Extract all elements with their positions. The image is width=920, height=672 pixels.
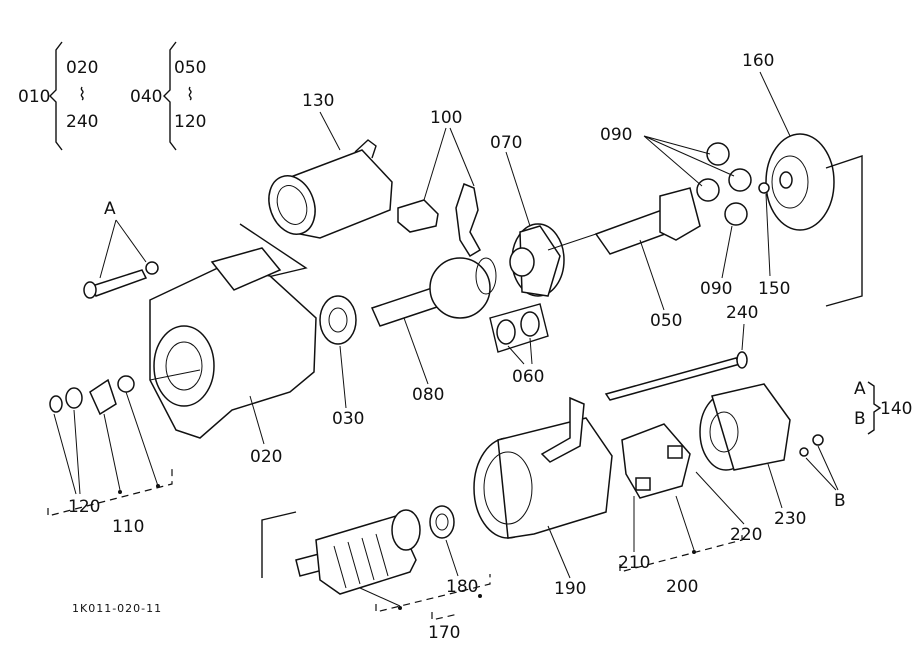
part-020-housing: 020 — [149, 247, 317, 467]
label-020-ref: 020 — [66, 58, 98, 78]
label-090-bottom: 090 — [700, 279, 732, 299]
label-010: 010 — [18, 87, 50, 107]
label-040: 040 — [130, 87, 162, 107]
label-230: 230 — [774, 509, 806, 529]
part-120-clips: 120 — [49, 387, 100, 517]
part-180-bearing: 180 — [429, 505, 478, 597]
part-240-bolt: 240 — [604, 303, 758, 401]
axis-line-top — [547, 233, 597, 251]
label-130: 130 — [302, 91, 334, 111]
label-150: 150 — [758, 279, 790, 299]
label-160: 160 — [742, 51, 774, 71]
label-190: 190 — [554, 579, 586, 599]
label-a-top: A — [104, 199, 116, 219]
label-100: 100 — [430, 108, 462, 128]
part-060-washers: 060 — [489, 303, 549, 387]
label-090-top: 090 — [600, 125, 632, 145]
label-020: 020 — [250, 447, 282, 467]
label-180: 180 — [446, 577, 478, 597]
part-080-pinion-shaft: 080 — [370, 257, 497, 405]
label-200: 200 — [666, 577, 698, 597]
part-200-brush-holder: 220 210 200 — [618, 423, 762, 597]
label-240-ref: 240 — [66, 112, 98, 132]
label-120-ref: 120 — [174, 112, 206, 132]
label-240: 240 — [726, 303, 758, 323]
label-120: 120 — [68, 497, 100, 517]
label-220: 220 — [730, 525, 762, 545]
assembly-line-right — [825, 155, 863, 307]
part-090-gears: 090 090 — [600, 125, 752, 299]
part-030-bearing: 030 — [319, 295, 364, 429]
part-100-lever: 100 — [397, 108, 482, 258]
label-110: 110 — [112, 517, 144, 537]
label-170: 170 — [428, 623, 460, 643]
part-190-yoke: 190 — [473, 396, 613, 599]
label-080: 080 — [412, 385, 444, 405]
part-b-screws: B — [799, 434, 846, 511]
drawing-code: 1K011-020-11 — [72, 602, 162, 615]
part-110-drive: 110 — [47, 375, 173, 537]
label-060: 060 — [512, 367, 544, 387]
part-a-bolt: A — [83, 199, 159, 299]
legend-140: A B 140 — [854, 379, 912, 435]
label-140: 140 — [880, 399, 912, 419]
legend-040: 040 050 ⌇ 120 — [130, 41, 206, 151]
part-160-gear-case: 160 — [742, 51, 835, 231]
legend-010: 010 020 ⌇ 240 — [18, 41, 98, 151]
label-b: B — [834, 491, 846, 511]
label-070: 070 — [490, 133, 522, 153]
part-170-armature: 170 — [261, 509, 491, 643]
part-230-end-cover: 230 — [699, 383, 806, 529]
part-150-ball: 150 — [758, 182, 790, 299]
label-050: 050 — [650, 311, 682, 331]
part-070-cover: 070 — [490, 133, 565, 297]
label-050-ref: 050 — [174, 58, 206, 78]
axis-line-lower — [149, 369, 201, 381]
part-130-solenoid: 130 — [229, 91, 393, 287]
part-050-shaft: 050 — [594, 187, 701, 331]
label-210: 210 — [618, 553, 650, 573]
label-b-legend: B — [854, 409, 866, 429]
label-a-legend: A — [854, 379, 866, 399]
label-030: 030 — [332, 409, 364, 429]
range-mark-a: ⌇ — [78, 85, 86, 105]
range-mark-b: ⌇ — [186, 85, 194, 105]
